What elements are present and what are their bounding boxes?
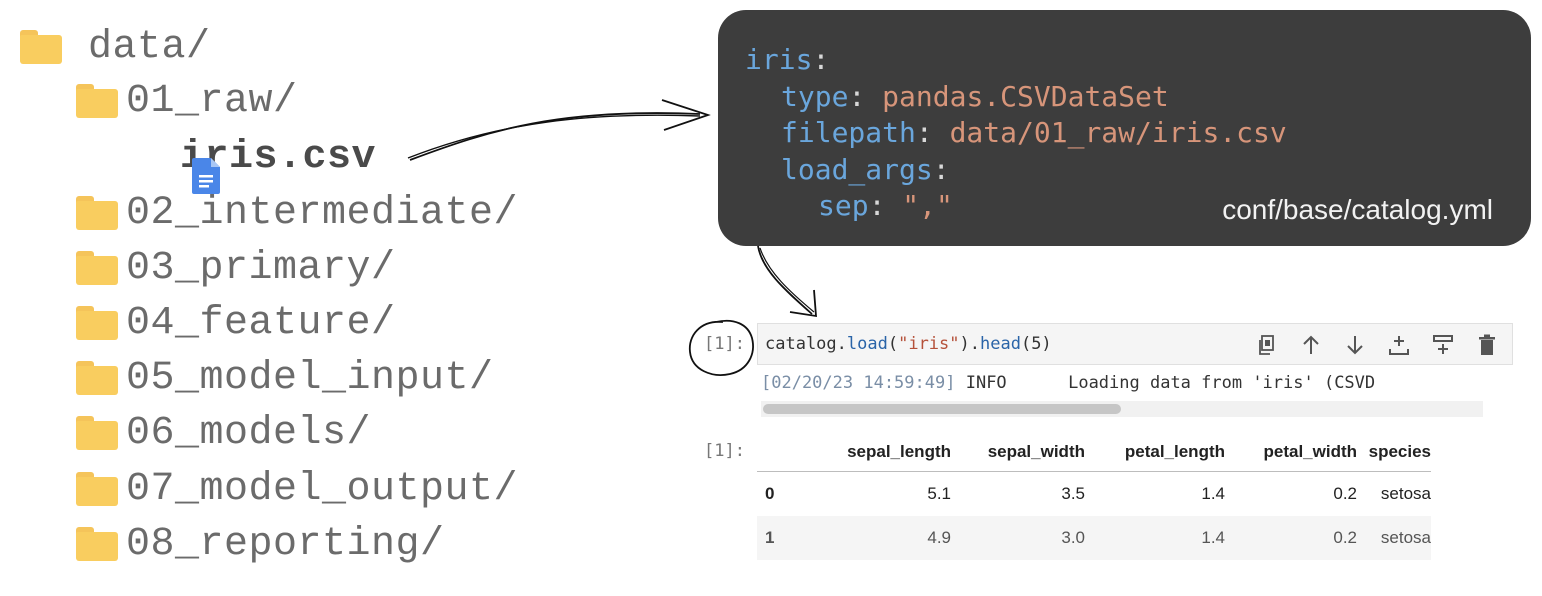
code-input[interactable]: catalog.load("iris").head(5) xyxy=(765,334,1052,354)
tree-item-02-intermediate[interactable]: 02_intermediate/ xyxy=(76,188,518,238)
log-message: Loading data from 'iris' (CSVD xyxy=(1068,373,1376,393)
table-cell: 0.2 xyxy=(1333,528,1357,547)
yaml-line-load-args: load_args: xyxy=(781,153,950,186)
tree-item-04-feature[interactable]: 04_feature/ xyxy=(76,298,396,348)
yaml-key: sep xyxy=(818,189,869,222)
delete-cell-button[interactable] xyxy=(1472,332,1502,358)
tree-item-label: 07_model_output/ xyxy=(126,466,519,512)
arrow-catalog-to-notebook xyxy=(757,245,813,315)
table-cell: 0.2 xyxy=(1333,484,1357,503)
yaml-key: filepath xyxy=(781,116,916,149)
code-token: ( xyxy=(887,334,899,354)
table-row: 0 5.1 3.5 1.4 0.2 setosa xyxy=(757,472,1431,516)
folder-icon xyxy=(76,361,118,395)
tree-item-label: 02_intermediate/ xyxy=(126,190,519,236)
tree-item-data[interactable]: data/ xyxy=(20,22,211,72)
code-cell[interactable]: catalog.load("iris").head(5) xyxy=(757,323,1513,365)
code-token: catalog. xyxy=(765,334,847,354)
scrollbar-thumb[interactable] xyxy=(763,404,1121,414)
yaml-value: pandas.CSVDataSet xyxy=(882,80,1169,113)
insert-above-button[interactable] xyxy=(1384,332,1414,358)
folder-icon xyxy=(76,251,118,285)
move-down-icon xyxy=(1347,336,1363,355)
tree-item-01-raw[interactable]: 01_raw/ xyxy=(76,76,298,126)
log-timestamp: [02/20/23 14:59:49] xyxy=(761,373,956,393)
code-token: load xyxy=(846,334,888,354)
catalog-yaml-panel: iris: type: pandas.CSVDataSet filepath: … xyxy=(718,10,1531,246)
tree-item-07-model-output[interactable]: 07_model_output/ xyxy=(76,464,518,514)
yaml-key: iris xyxy=(745,43,813,76)
code-token: ). xyxy=(959,334,980,354)
yaml-line-sep: sep: "," xyxy=(818,189,953,222)
tree-item-label: 03_primary/ xyxy=(126,245,396,291)
code-token: "iris" xyxy=(898,334,960,354)
dataframe-table: sepal_length sepal_width petal_length pe… xyxy=(757,432,1431,560)
yaml-value: data/01_raw/iris.csv xyxy=(949,116,1287,149)
folder-icon xyxy=(76,196,118,230)
insert-below-icon xyxy=(1433,335,1453,354)
table-cell: 5.1 xyxy=(927,484,951,503)
log-output: [02/20/23 14:59:49] INFO Loading data fr… xyxy=(761,373,1483,397)
tree-item-iris-csv[interactable]: iris.csv xyxy=(134,132,376,194)
duplicate-icon xyxy=(1259,335,1274,355)
folder-icon xyxy=(76,416,118,450)
code-token: head xyxy=(980,334,1021,354)
tree-item-05-model-input[interactable]: 05_model_input/ xyxy=(76,353,494,403)
cell-toolbar xyxy=(1252,332,1502,358)
tree-item-label: 08_reporting/ xyxy=(126,521,445,567)
delete-icon xyxy=(1479,334,1495,355)
arrowhead-right xyxy=(661,99,711,131)
row-index: 0 xyxy=(765,484,775,503)
move-up-button[interactable] xyxy=(1296,332,1326,358)
folder-icon xyxy=(20,30,62,64)
tree-item-label: data/ xyxy=(88,24,211,70)
folder-icon xyxy=(76,527,118,561)
table-cell: 3.5 xyxy=(1061,484,1085,503)
tree-item-label: 05_model_input/ xyxy=(126,355,494,401)
tree-item-08-reporting[interactable]: 08_reporting/ xyxy=(76,519,445,569)
input-prompt: [1]: xyxy=(704,334,745,354)
move-down-button[interactable] xyxy=(1340,332,1370,358)
yaml-key: load_args xyxy=(781,153,933,186)
yaml-line-dataset: iris: xyxy=(745,43,830,76)
tree-item-label: 04_feature/ xyxy=(126,300,396,346)
tree-item-label: 01_raw/ xyxy=(126,78,298,124)
yaml-line-filepath: filepath: data/01_raw/iris.csv xyxy=(781,116,1287,149)
file-icon xyxy=(134,139,220,194)
log-level: INFO xyxy=(965,373,1007,393)
folder-icon xyxy=(76,306,118,340)
yaml-key: type xyxy=(781,80,849,113)
column-header: sepal_width xyxy=(987,441,1085,461)
move-up-icon xyxy=(1303,335,1319,354)
arrow-file-to-catalog xyxy=(409,112,701,161)
yaml-line-type: type: pandas.CSVDataSet xyxy=(781,80,1169,113)
table-row: 1 4.9 3.0 1.4 0.2 setosa xyxy=(757,516,1431,560)
tree-item-06-models[interactable]: 06_models/ xyxy=(76,408,371,458)
tree-item-label: 06_models/ xyxy=(126,410,372,456)
insert-above-icon xyxy=(1389,336,1409,355)
insert-below-button[interactable] xyxy=(1428,332,1458,358)
horizontal-scrollbar[interactable] xyxy=(761,401,1483,417)
table-cell: 4.9 xyxy=(927,528,951,547)
column-header: petal_length xyxy=(1124,441,1225,461)
folder-icon xyxy=(76,84,118,118)
table-header: sepal_length sepal_width petal_length pe… xyxy=(757,432,1431,472)
table-cell: 1.4 xyxy=(1201,528,1225,547)
tree-item-03-primary[interactable]: 03_primary/ xyxy=(76,243,396,293)
table-cell: 3.0 xyxy=(1061,528,1085,547)
catalog-file-caption: conf/base/catalog.yml xyxy=(1222,194,1493,225)
table-cell: 1.4 xyxy=(1201,484,1225,503)
arrowhead-down xyxy=(789,289,817,318)
column-header: petal_width xyxy=(1263,441,1357,461)
code-token: (5) xyxy=(1020,334,1052,354)
yaml-value: "," xyxy=(902,189,953,222)
table-cell: setosa xyxy=(1380,484,1431,503)
table-cell: setosa xyxy=(1380,528,1431,547)
folder-icon xyxy=(76,472,118,506)
column-header: sepal_length xyxy=(847,441,951,461)
row-index: 1 xyxy=(765,528,775,547)
column-header: species xyxy=(1368,441,1431,461)
output-prompt: [1]: xyxy=(704,441,745,461)
duplicate-cell-button[interactable] xyxy=(1252,332,1282,358)
